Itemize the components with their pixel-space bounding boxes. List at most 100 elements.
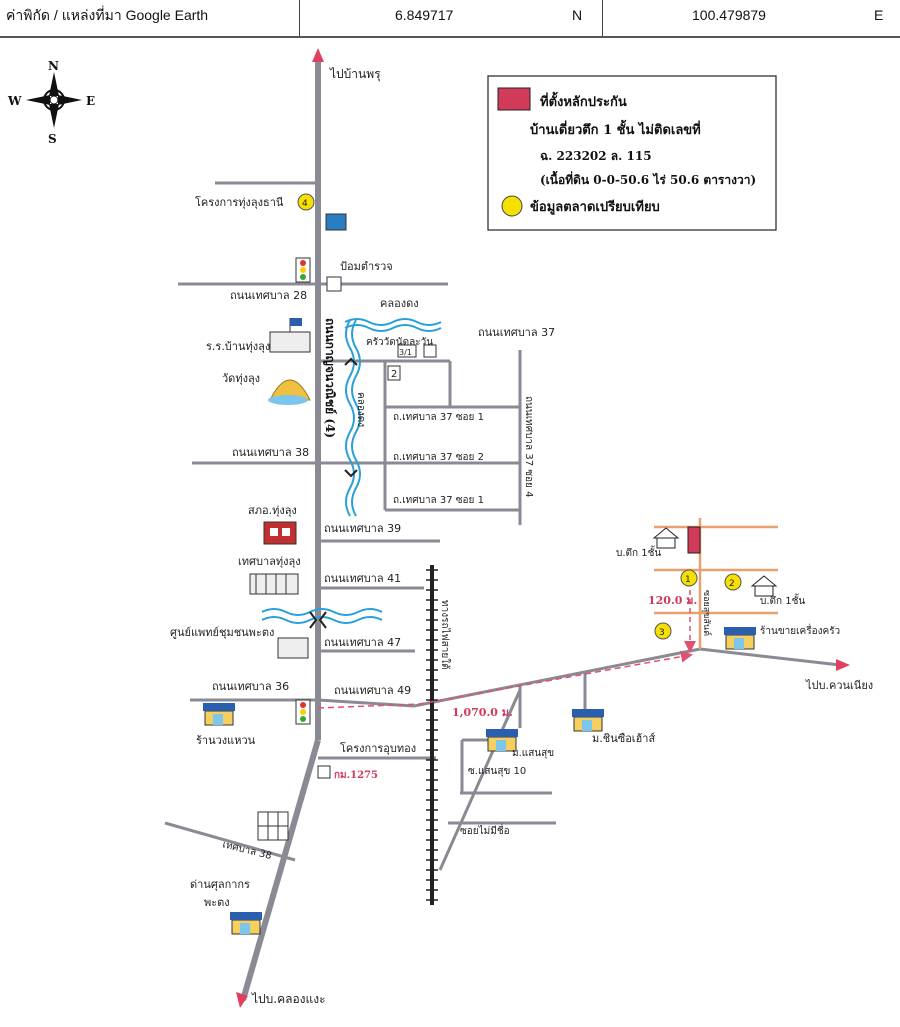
road-47-label: ถนนเทศบาล 47 bbox=[324, 636, 401, 649]
header-bar: ค่าพิกัด / แหล่งที่มา Google Earth 6.849… bbox=[0, 0, 900, 38]
svg-text:2: 2 bbox=[729, 579, 735, 589]
collateral-marker bbox=[687, 526, 701, 554]
school-label: ร.ร.บ้านทุ่งลุง bbox=[206, 340, 270, 353]
latitude-dir: N bbox=[572, 7, 583, 23]
highway-label: ถนนกาญจนวณิชย์ (4) bbox=[323, 318, 337, 438]
km-post-icon bbox=[317, 765, 331, 779]
municipality-label: เทศบาลทุ่งลุง bbox=[238, 555, 301, 568]
market-marker: 2 bbox=[724, 573, 742, 591]
legend-line5: ข้อมูลตลาดเปรียบเทียบ bbox=[530, 199, 660, 215]
local-soi-label: ซอยสุขสันต์ bbox=[701, 590, 713, 636]
collateral-legend-swatch bbox=[497, 87, 531, 111]
traffic-light-icon bbox=[295, 257, 311, 283]
khlong-dong-v-label: คลองดง bbox=[355, 392, 366, 427]
railway-line bbox=[426, 565, 438, 905]
tesaban-38b-label: เทศบาล 38 bbox=[221, 839, 273, 862]
svg-text:4: 4 bbox=[302, 199, 308, 209]
longitude-dir: E bbox=[874, 7, 884, 23]
municipality-icon bbox=[249, 573, 299, 595]
east-arrow-icon bbox=[836, 659, 850, 671]
railway-label: ทางรถไฟสายใต้ bbox=[439, 600, 451, 670]
police-station-icon bbox=[263, 521, 297, 545]
house-icon bbox=[652, 527, 680, 549]
road-number-box bbox=[397, 344, 417, 358]
svg-text:1: 1 bbox=[685, 575, 691, 585]
road-network bbox=[164, 181, 841, 871]
soi-2-label: ถ.เทศบาล 37 ซอย 2 bbox=[393, 452, 484, 463]
road-49-label: ถนนเทศบาล 49 bbox=[334, 684, 411, 697]
longitude-value: 100.479879 bbox=[692, 7, 766, 23]
distance-path bbox=[317, 650, 693, 709]
khlong-dong-label: คลองดง bbox=[380, 297, 419, 310]
to-ban-phru-label: ไปบ้านพรุ bbox=[329, 67, 381, 82]
shop-icon bbox=[724, 627, 756, 650]
soi-1b-label: ถ.เทศบาล 37 ซอย 1 bbox=[393, 495, 484, 506]
legend-line2: บ้านเดี่ยวตึก 1 ชั้น ไม่ติดเลขที่ bbox=[530, 119, 701, 138]
m-saensuk-label: ม.แสนสุข bbox=[512, 748, 554, 759]
source-cell: ค่าพิกัด / แหล่งที่มา Google Earth bbox=[0, 0, 300, 36]
soi-saensuk-label: ซ.แสนสุข 10 bbox=[468, 766, 526, 777]
km-marker-label: กม.1275 bbox=[334, 770, 378, 781]
longitude-cell: 100.479879 E bbox=[602, 0, 900, 36]
housing-estate-icon bbox=[257, 811, 289, 841]
to-khuan-niang-label: ไปบ.ควนเนียง bbox=[805, 679, 873, 692]
temple-icon bbox=[268, 379, 311, 405]
road-number-31: 3/1 bbox=[399, 348, 412, 357]
sign-icon bbox=[325, 213, 347, 231]
compass-n: N bbox=[48, 59, 59, 73]
legend-line1: ที่ตั้งหลักประกัน bbox=[540, 91, 627, 110]
compass-icon: N S W E bbox=[7, 59, 95, 146]
road-number-box bbox=[387, 365, 401, 381]
traffic-light-icon bbox=[295, 699, 311, 725]
building-box bbox=[423, 344, 437, 358]
distance-1070-label: 1,070.0 ม. bbox=[452, 706, 513, 719]
svg-text:3: 3 bbox=[659, 628, 665, 638]
soi-4-label: ถนนเทศบาล 37 ซอย 4 bbox=[523, 396, 534, 497]
legend-box: ที่ตั้งหลักประกัน บ้านเดี่ยวตึก 1 ชั้น ไ… bbox=[487, 75, 777, 231]
market-marker: 4 bbox=[297, 193, 315, 211]
hospital-icon bbox=[277, 637, 309, 659]
market-legend-circle bbox=[501, 195, 523, 217]
main-highway bbox=[236, 48, 324, 1008]
police-box-icon bbox=[326, 276, 342, 292]
kitchen-shop-label: ร้านขายเครื่องครัว bbox=[760, 623, 840, 637]
canal bbox=[261, 318, 442, 624]
police-station-label: สภอ.ทุ่งลุง bbox=[248, 504, 297, 517]
m-chinchuea-label: ม.ชินซือเฮ้าส์ bbox=[592, 732, 655, 745]
bridge-icon bbox=[309, 357, 358, 629]
shop-icon bbox=[486, 729, 518, 752]
house-b-label: บ.ตึก 1ชั้น bbox=[760, 593, 805, 607]
compass-s: S bbox=[48, 132, 57, 146]
to-khlong-hae-label: ไปบ.คลองแงะ bbox=[251, 992, 326, 1006]
project-label: โครงการทุ่งลุงธานี bbox=[195, 195, 284, 209]
market-marker: 3 bbox=[654, 622, 672, 640]
house-a-label: บ.ตึก 1ชั้น bbox=[616, 545, 661, 559]
road-39-label: ถนนเทศบาล 39 bbox=[324, 522, 401, 535]
road-38-label: ถนนเทศบาล 38 bbox=[232, 446, 309, 459]
school-icon bbox=[269, 318, 311, 353]
latitude-value: 6.849717 bbox=[395, 7, 454, 23]
legend-line4: (เนื้อที่ดิน 0-0-50.6 ไร่ 50.6 ตารางวา) bbox=[540, 170, 756, 187]
police-box-label: ป้อมตำรวจ bbox=[340, 260, 393, 273]
source-label: ค่าพิกัด / แหล่งที่มา Google Earth bbox=[6, 7, 209, 23]
house-icon bbox=[750, 575, 778, 597]
road-37-label: ถนนเทศบาล 37 bbox=[478, 326, 555, 339]
latitude-cell: 6.849717 N bbox=[300, 0, 603, 36]
temple-label: วัดทุ่งลุง bbox=[222, 372, 260, 385]
soi-1-label: ถ.เทศบาล 37 ซอย 1 bbox=[393, 412, 484, 423]
project-ubon-label: โครงการอุบทอง bbox=[340, 741, 416, 755]
header-divider bbox=[0, 36, 900, 38]
compass-w: W bbox=[7, 94, 22, 108]
patong-label: พะตง bbox=[204, 896, 230, 909]
compass-e: E bbox=[86, 94, 95, 108]
health-center-label: ศูนย์แพทย์ชุมชนพะตง bbox=[170, 626, 274, 639]
road-36-label: ถนนเทศบาล 36 bbox=[212, 680, 289, 693]
road-41-label: ถนนเทศบาล 41 bbox=[324, 572, 401, 585]
shop-icon bbox=[203, 703, 235, 726]
market-marker: 1 bbox=[680, 569, 698, 587]
road-number-2: 2 bbox=[391, 369, 397, 380]
customs-label: ด่านศุลกากร bbox=[190, 878, 250, 891]
crescent-label: ครัววัดนัดละวัน bbox=[366, 337, 433, 348]
shop-wongwaen-label: ร้านวงแหวน bbox=[196, 734, 256, 747]
